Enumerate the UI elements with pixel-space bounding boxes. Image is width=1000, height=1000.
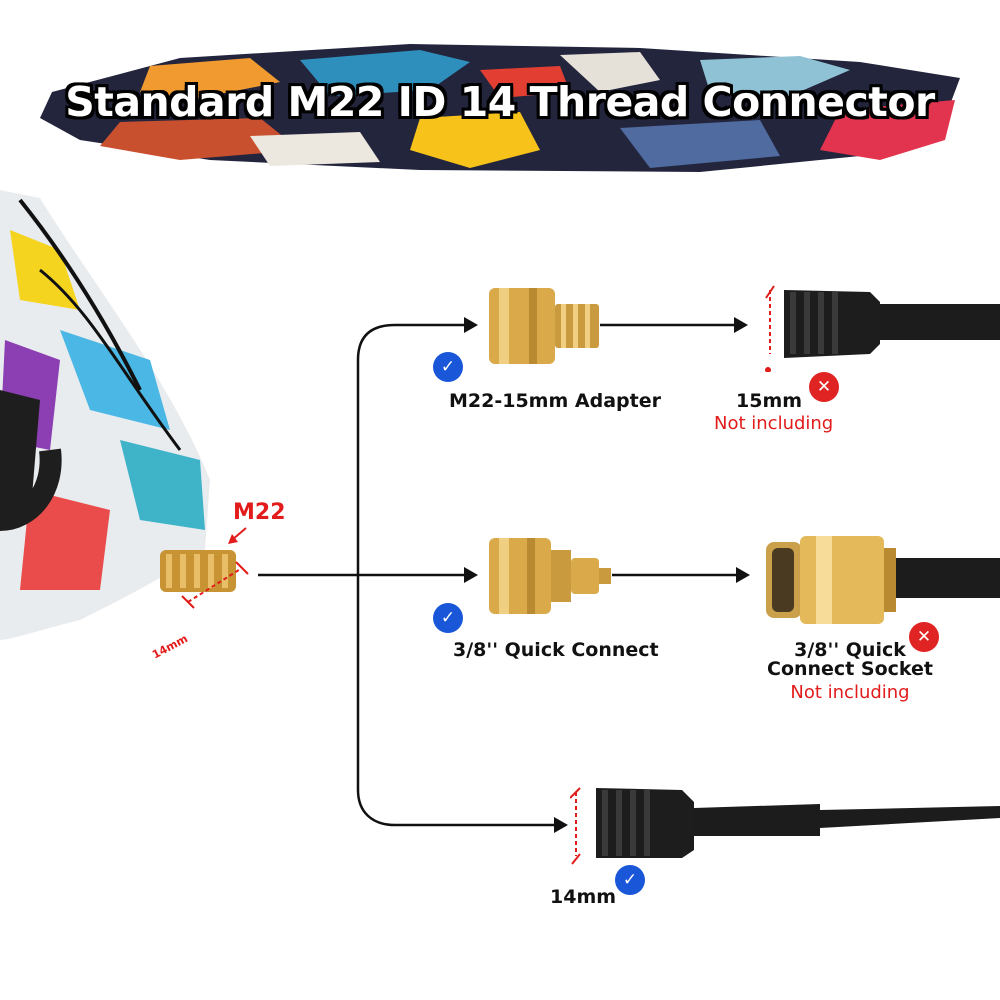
not-including-15mm-label: Not including bbox=[714, 413, 834, 434]
hose-15mm-fitting-image bbox=[765, 285, 1000, 372]
x-circle-icon: ✕ bbox=[909, 622, 939, 652]
check-circle-icon: ✓ bbox=[615, 865, 645, 895]
socket-label-line1: 3/8'' Quick bbox=[794, 639, 906, 661]
dimension-14mm-marker bbox=[181, 561, 249, 609]
m22-label: M22 bbox=[233, 500, 286, 525]
hose-14mm-label: 14mm bbox=[550, 886, 617, 908]
adapter-15mm-label: M22-15mm Adapter bbox=[449, 390, 661, 412]
m22-15mm-adapter-image bbox=[489, 288, 599, 364]
quick-connect-plug-image bbox=[489, 538, 611, 614]
x-circle-icon: ✕ bbox=[809, 372, 839, 402]
page-title: Standard M22 ID 14 Thread Connector bbox=[65, 78, 935, 126]
paint-splash-banner bbox=[40, 44, 960, 172]
spray-gun-image bbox=[0, 190, 236, 640]
quick-connect-socket-image bbox=[766, 536, 1000, 624]
check-circle-icon: ✓ bbox=[433, 352, 463, 382]
quick-connect-label: 3/8'' Quick Connect bbox=[453, 639, 659, 661]
socket-label-line2: Connect Socket bbox=[767, 658, 933, 680]
check-circle-icon: ✓ bbox=[433, 603, 463, 633]
not-including-socket-label: Not including bbox=[790, 682, 910, 703]
hose-14mm-fitting-image bbox=[570, 787, 1000, 865]
m22-pointer-arrow-icon bbox=[228, 527, 247, 544]
hose-15mm-label: 15mm bbox=[736, 390, 803, 412]
